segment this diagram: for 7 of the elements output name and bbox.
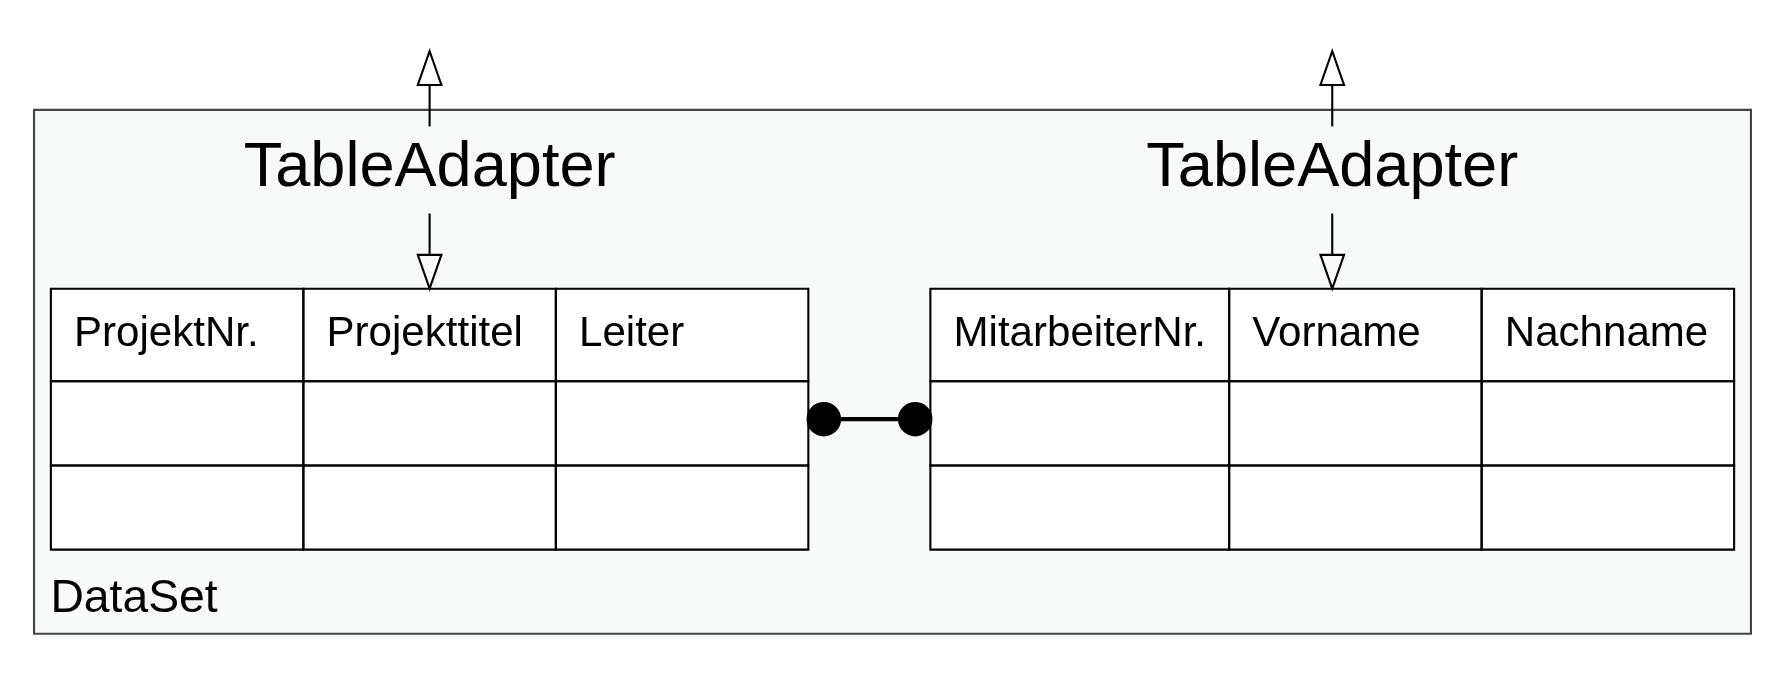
arrow xyxy=(1318,213,1346,292)
arrow xyxy=(1318,48,1346,127)
arrow xyxy=(416,48,443,127)
connector xyxy=(806,401,933,437)
node-text: TableAdapter xyxy=(243,128,616,199)
arrow xyxy=(416,213,443,292)
node-text: TableAdapter xyxy=(1146,128,1519,199)
